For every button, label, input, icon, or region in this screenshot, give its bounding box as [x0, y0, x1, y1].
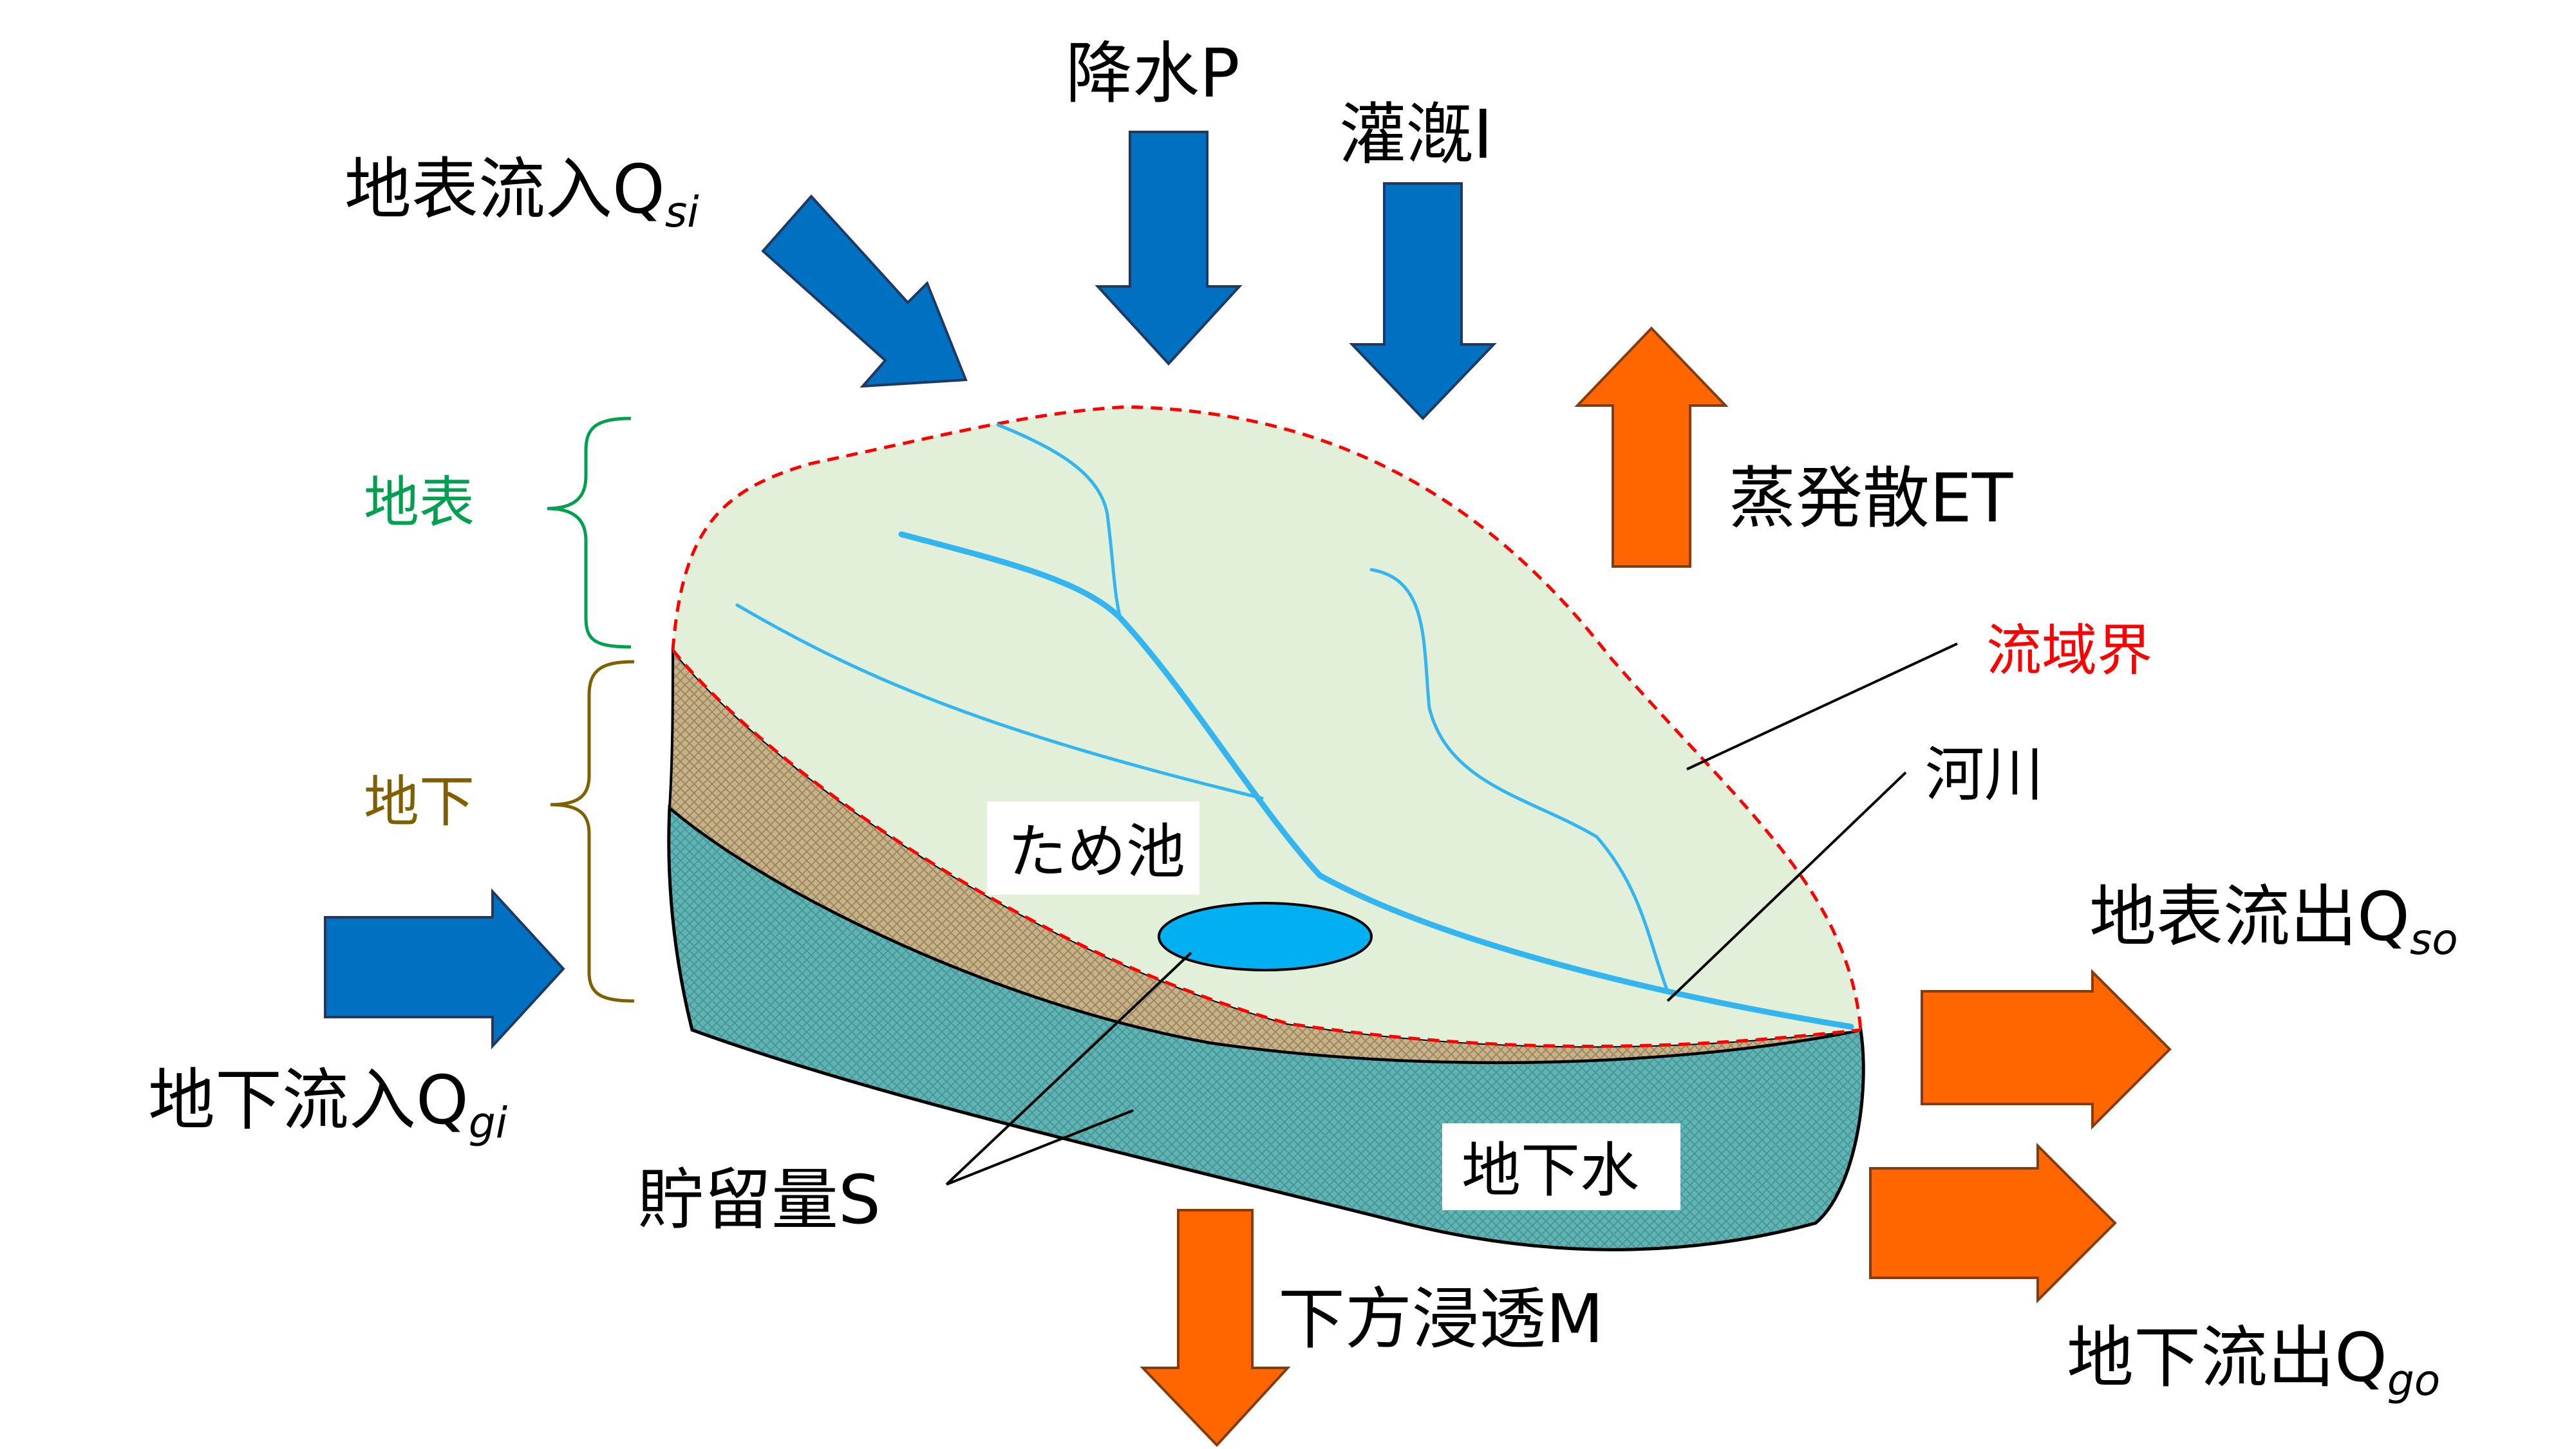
precipitation-arrow — [1095, 131, 1243, 366]
label-irrigation: 灌漑I — [1339, 95, 1493, 174]
label-groundwater-inflow: 地下流入Qgi — [148, 1061, 508, 1148]
label-groundwater-inflow-sub: gi — [469, 1098, 508, 1148]
basin-boundary-line — [671, 405, 1863, 1031]
surface-layer — [673, 407, 1861, 1047]
boundary-leader — [1686, 642, 1958, 771]
river-tributary-3 — [1369, 568, 1669, 993]
label-surface-outflow: 地表流出Qso — [2089, 877, 2458, 964]
groundwater-label: 地下水 — [1462, 1136, 1639, 1205]
surface-bracket — [547, 416, 632, 649]
label-surface-outflow-main: 地表流出Q — [2089, 877, 2410, 956]
percolation-arrow — [1140, 1209, 1291, 1447]
surface-outflow-arrow — [1921, 969, 2172, 1130]
groundwater-label-box — [1442, 1123, 1680, 1210]
label-groundwater-outflow-main: 地下流出Q — [2067, 1318, 2387, 1397]
label-surface-inflow-sub: si — [665, 187, 699, 237]
evapotranspiration-arrow — [1574, 326, 1729, 568]
river-tributary-2 — [735, 603, 1264, 800]
storage-leader-groundwater — [946, 1109, 1134, 1186]
pond-label-box — [987, 801, 1199, 895]
leader-lines — [945, 642, 1958, 1186]
outflow-arrows — [1140, 326, 2172, 1447]
label-surface-inflow-main: 地表流入Q — [344, 150, 665, 229]
label-subsurface: 地下 — [364, 770, 475, 834]
river-network — [735, 423, 1854, 1030]
river-tributary-1 — [996, 423, 1122, 620]
inflow-arrows — [324, 131, 1497, 1050]
label-river: 河川 — [1925, 740, 2044, 809]
basin-boundary-lower-line — [672, 649, 1861, 1048]
label-surface-inflow: 地表流入Qsi — [344, 150, 699, 237]
groundwater-inflow-arrow — [324, 888, 565, 1050]
label-storage: 貯留量S — [637, 1161, 881, 1239]
groundwater-outflow-arrow — [1869, 1143, 2117, 1304]
river-main — [898, 531, 1854, 1030]
pond-label: ため池 — [1008, 818, 1185, 886]
label-surface-outflow-sub: so — [2410, 915, 2458, 964]
subsurface-bracket — [550, 660, 635, 1003]
label-groundwater-inflow-main: 地下流入Q — [148, 1061, 469, 1139]
label-groundwater-outflow-sub: go — [2387, 1356, 2440, 1405]
surface-inflow-arrow — [761, 194, 968, 388]
label-percolation: 下方浸透M — [1278, 1280, 1604, 1358]
label-basin-boundary: 流域界 — [1986, 619, 2152, 683]
irrigation-arrow — [1349, 182, 1497, 420]
river-leader — [1666, 771, 1907, 1002]
label-precipitation: 降水P — [1066, 34, 1240, 113]
label-evapotranspiration: 蒸発散ET — [1729, 459, 2013, 538]
pond — [1158, 902, 1373, 971]
storage-leader-pond — [945, 951, 1192, 1186]
label-surface: 地表 — [364, 471, 475, 535]
label-groundwater-outflow: 地下流出Qgo — [2067, 1318, 2440, 1405]
